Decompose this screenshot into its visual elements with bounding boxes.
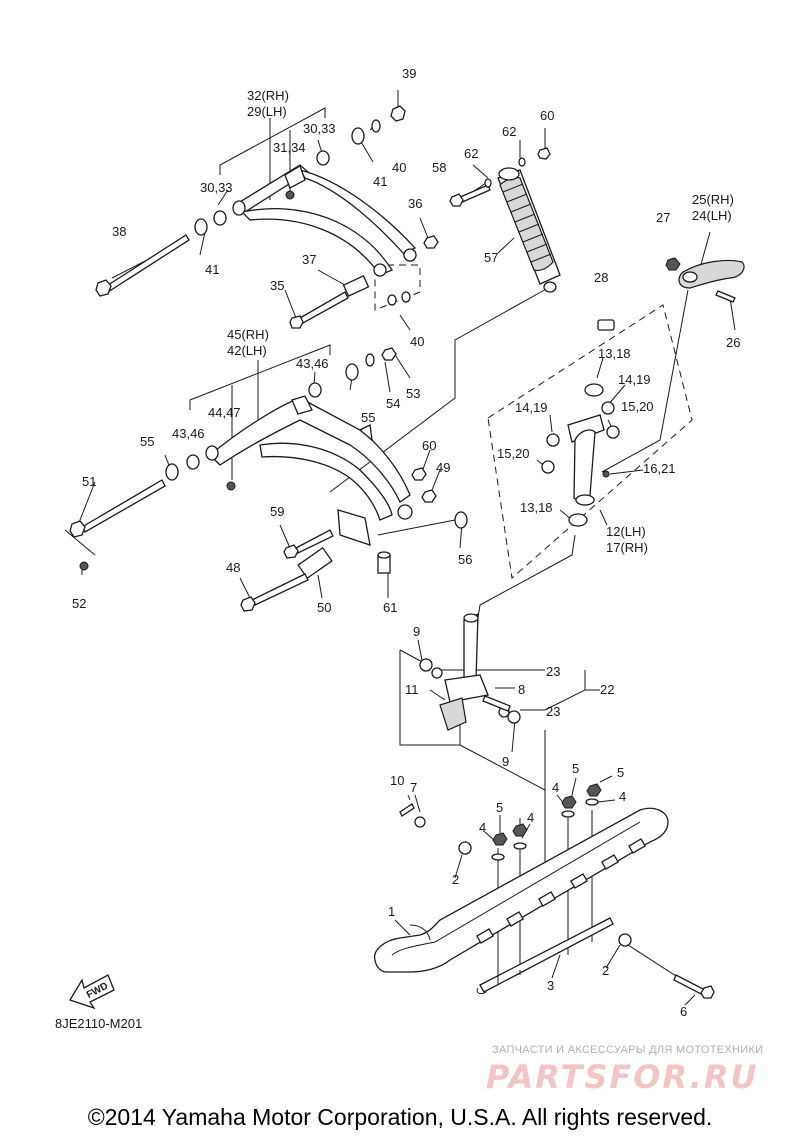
callout: 41 <box>205 262 219 277</box>
callout: 13,18 <box>520 500 553 515</box>
callout: 40 <box>392 160 406 175</box>
callout: 14,19 <box>515 400 548 415</box>
callout: 23 <box>546 704 560 719</box>
callout: 59 <box>270 504 284 519</box>
callout: 11 <box>405 682 419 697</box>
callout: 57 <box>484 250 498 265</box>
callout: 58 <box>432 160 446 175</box>
lower-arm-bushings <box>186 382 413 580</box>
lower-arm-nuts <box>79 347 437 571</box>
callout: 5 <box>617 765 624 780</box>
callout: 9 <box>413 624 420 639</box>
callout: 2 <box>452 872 459 887</box>
callout: 51 <box>82 474 96 489</box>
callout: 1 <box>388 904 395 919</box>
upper-a-arm <box>233 164 417 276</box>
callout: 8 <box>518 682 525 697</box>
callout: 5 <box>572 761 579 776</box>
callout: 4 <box>479 820 486 835</box>
watermark-tagline: ЗАПЧАСТИ И АКСЕССУАРЫ ДЛЯ МОТОТЕХНИКИ <box>492 1044 764 1056</box>
callout: 42(LH) <box>227 343 267 358</box>
callout: 3 <box>547 978 554 993</box>
callout: 54 <box>386 396 400 411</box>
callout: 22 <box>600 682 614 697</box>
callout: 29(LH) <box>247 104 287 119</box>
upper-arm-nuts <box>285 105 439 249</box>
callout: 25(RH) <box>692 192 734 207</box>
ski-bracket <box>419 613 521 731</box>
callout: 60 <box>422 438 436 453</box>
callout: 56 <box>458 552 472 567</box>
lower-arm-bolts <box>69 479 334 612</box>
callout: 26 <box>726 335 740 350</box>
callout: 48 <box>226 560 240 575</box>
callout: 43,46 <box>296 356 329 371</box>
callout: 17(RH) <box>606 540 648 555</box>
lower-a-arm <box>209 395 411 546</box>
callout: 15,20 <box>497 446 530 461</box>
callout: 44,47 <box>208 405 241 420</box>
callout: 6 <box>680 1004 687 1019</box>
callout: 52 <box>72 596 86 611</box>
callout: 14,19 <box>618 372 651 387</box>
callout: 53 <box>406 386 420 401</box>
ski-nuts-washers <box>491 783 602 861</box>
callout-labels: 39 32(RH) 29(LH) 30,33 31,34 30,33 40 41… <box>72 66 740 1019</box>
callout: 60 <box>540 108 554 123</box>
spindle-bushings <box>541 401 620 478</box>
callout: 55 <box>140 434 154 449</box>
fwd-arrow-icon <box>69 974 115 1010</box>
callout: 23 <box>546 664 560 679</box>
callout: 4 <box>552 780 559 795</box>
callout: 2 <box>602 963 609 978</box>
callout: 50 <box>317 600 331 615</box>
callout: 27 <box>656 210 670 225</box>
callout: 7 <box>410 780 417 795</box>
callout: 55 <box>361 410 375 425</box>
upper-arm-bolts <box>95 234 349 329</box>
callout: 38 <box>112 224 126 239</box>
watermark-logo: PARTSFOR.RU <box>486 1058 759 1096</box>
diagram-code: 8JE2110-M201 <box>55 1016 143 1031</box>
upper-arm-bushings <box>213 150 417 297</box>
callout: 31,34 <box>273 140 306 155</box>
shock-hardware <box>449 147 551 207</box>
copyright-notice: ©2014 Yamaha Motor Corporation, U.S.A. A… <box>87 1104 713 1130</box>
callout: 28 <box>594 270 608 285</box>
callout: 4 <box>619 789 626 804</box>
callout: 43,46 <box>172 426 205 441</box>
callout: 36 <box>408 196 422 211</box>
callout: 15,20 <box>621 399 654 414</box>
steering-arm <box>665 257 745 303</box>
callout: 61 <box>383 600 397 615</box>
callout: 32(RH) <box>247 88 289 103</box>
callout: 62 <box>502 124 516 139</box>
callout: 40 <box>410 334 424 349</box>
callout: 30,33 <box>303 121 336 136</box>
callout: 30,33 <box>200 180 233 195</box>
callout: 5 <box>496 800 503 815</box>
callout: 13,18 <box>598 346 631 361</box>
upper-arm-washers <box>194 119 411 306</box>
ski <box>373 807 669 973</box>
callout: 39 <box>402 66 416 81</box>
callout: 35 <box>270 278 284 293</box>
callout: 9 <box>502 754 509 769</box>
callout: 62 <box>464 146 478 161</box>
callout: 45(RH) <box>227 327 269 342</box>
callout: 41 <box>373 174 387 189</box>
callout: 10 <box>390 773 404 788</box>
lower-arm-washers <box>165 353 468 529</box>
ski-runner <box>476 917 614 995</box>
callout: 4 <box>527 810 534 825</box>
callout: 49 <box>436 460 450 475</box>
ski-small-parts <box>399 803 715 999</box>
callout: 24(LH) <box>692 208 732 223</box>
callout: 37 <box>302 252 316 267</box>
callout: 16,21 <box>643 461 676 476</box>
callout: 12(LH) <box>606 524 646 539</box>
spindle <box>567 319 615 527</box>
shock-absorber <box>497 167 561 293</box>
